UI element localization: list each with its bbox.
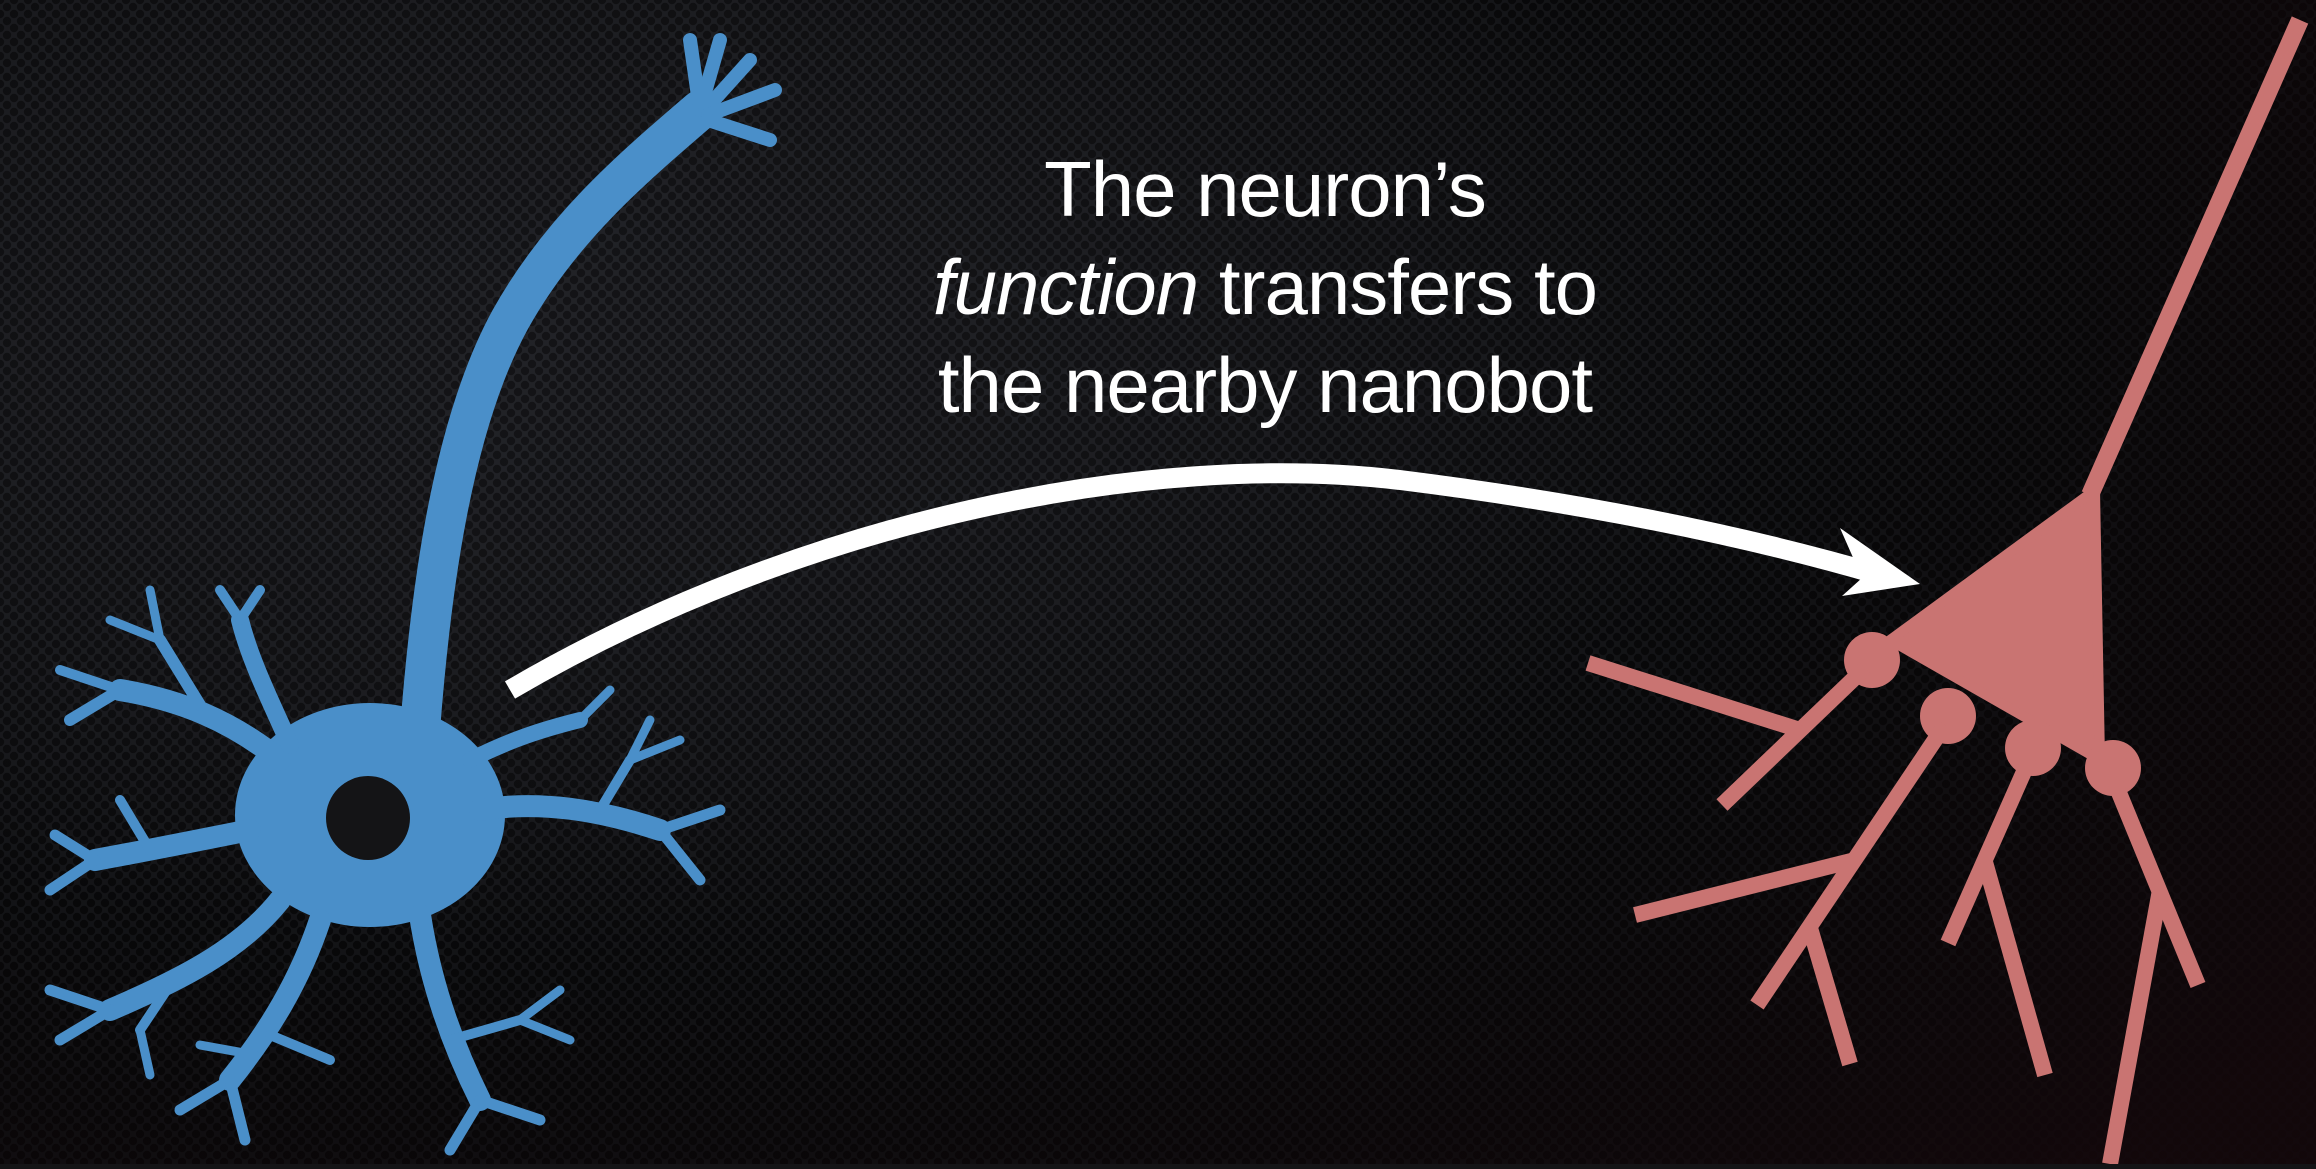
caption-italic-word: function (933, 243, 1198, 331)
caption-line-2: function transfers to (810, 238, 1720, 336)
caption-text: The neuron’s function transfers to the n… (810, 140, 1720, 434)
caption-line-3: the nearby nanobot (810, 336, 1720, 434)
caption-line-2-rest: transfers to (1198, 243, 1597, 331)
caption-line-1: The neuron’s (810, 140, 1720, 238)
